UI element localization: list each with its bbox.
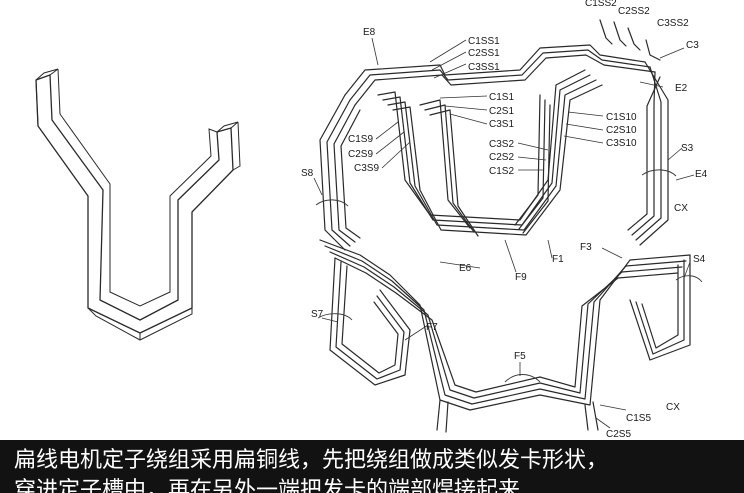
lower-coil-ring (317, 239, 703, 433)
label-c1s2: C1S2 (489, 166, 514, 177)
right-outer-coil (627, 61, 677, 246)
left-outer-coil (315, 94, 361, 251)
top-coil-ends (344, 19, 661, 106)
label-f5: F5 (514, 351, 526, 362)
label-c1s1: C1S1 (489, 92, 514, 103)
label-c1ss2: C1SS2 (585, 0, 617, 9)
label-c3ss2: C3SS2 (657, 18, 689, 29)
label-e6: E6 (459, 263, 472, 274)
label-e4: E4 (695, 169, 708, 180)
label-f3: F3 (580, 242, 592, 253)
label-c1s5: C1S5 (626, 413, 651, 424)
label-s8: S8 (301, 168, 314, 179)
label-c2s10: C2S10 (606, 125, 637, 136)
label-c3s10: C3S10 (606, 138, 637, 149)
caption-line-1: 扁线电机定子绕组采用扁铜线，先把绕组做成类似发卡形状， (14, 448, 609, 473)
label-c3ss1: C3SS1 (468, 62, 500, 73)
stator-winding-assembly: C1SS2 C2SS2 C3SS2 C3 E8 C1SS1 C2SS1 C3SS… (301, 0, 708, 440)
label-s7: S7 (311, 309, 324, 320)
label-c2s1: C2S1 (489, 106, 514, 117)
label-c1ss1: C1SS1 (468, 36, 500, 47)
label-c3: C3 (686, 40, 699, 51)
caption-bar: 扁线电机定子绕组采用扁铜线，先把绕组做成类似发卡形状， 穿进定子槽中，再在另外一… (0, 440, 744, 493)
label-e8: E8 (363, 27, 376, 38)
label-c3s9: C3S9 (354, 163, 379, 174)
label-c1s10: C1S10 (606, 112, 637, 123)
leader-lines (313, 37, 695, 429)
label-c3s2: C3S2 (489, 139, 514, 150)
label-c2ss1: C2SS1 (468, 48, 500, 59)
hairpin-conductor-drawing (35, 68, 241, 341)
caption-line-2: 穿进定子槽中，再在另外一端把发卡的端部焊接起来 (14, 478, 521, 493)
label-c2s5: C2S5 (606, 429, 631, 440)
label-f7: F7 (426, 322, 438, 333)
part-labels: C1SS2 C2SS2 C3SS2 C3 E8 C1SS1 C2SS1 C3SS… (301, 0, 708, 440)
label-cx-bottom: CX (666, 402, 680, 413)
label-c2s9: C2S9 (348, 149, 373, 160)
upper-u-coil-group (377, 69, 603, 237)
label-e2: E2 (675, 83, 688, 94)
label-f1: F1 (552, 254, 564, 265)
label-s3: S3 (681, 143, 694, 154)
label-cx-top: CX (674, 203, 688, 214)
label-c2s2: C2S2 (489, 152, 514, 163)
label-s4: S4 (693, 254, 706, 265)
label-c1s9: C1S9 (348, 134, 373, 145)
label-f9: F9 (515, 272, 527, 283)
label-c3s1: C3S1 (489, 119, 514, 130)
label-c2ss2: C2SS2 (618, 6, 650, 17)
